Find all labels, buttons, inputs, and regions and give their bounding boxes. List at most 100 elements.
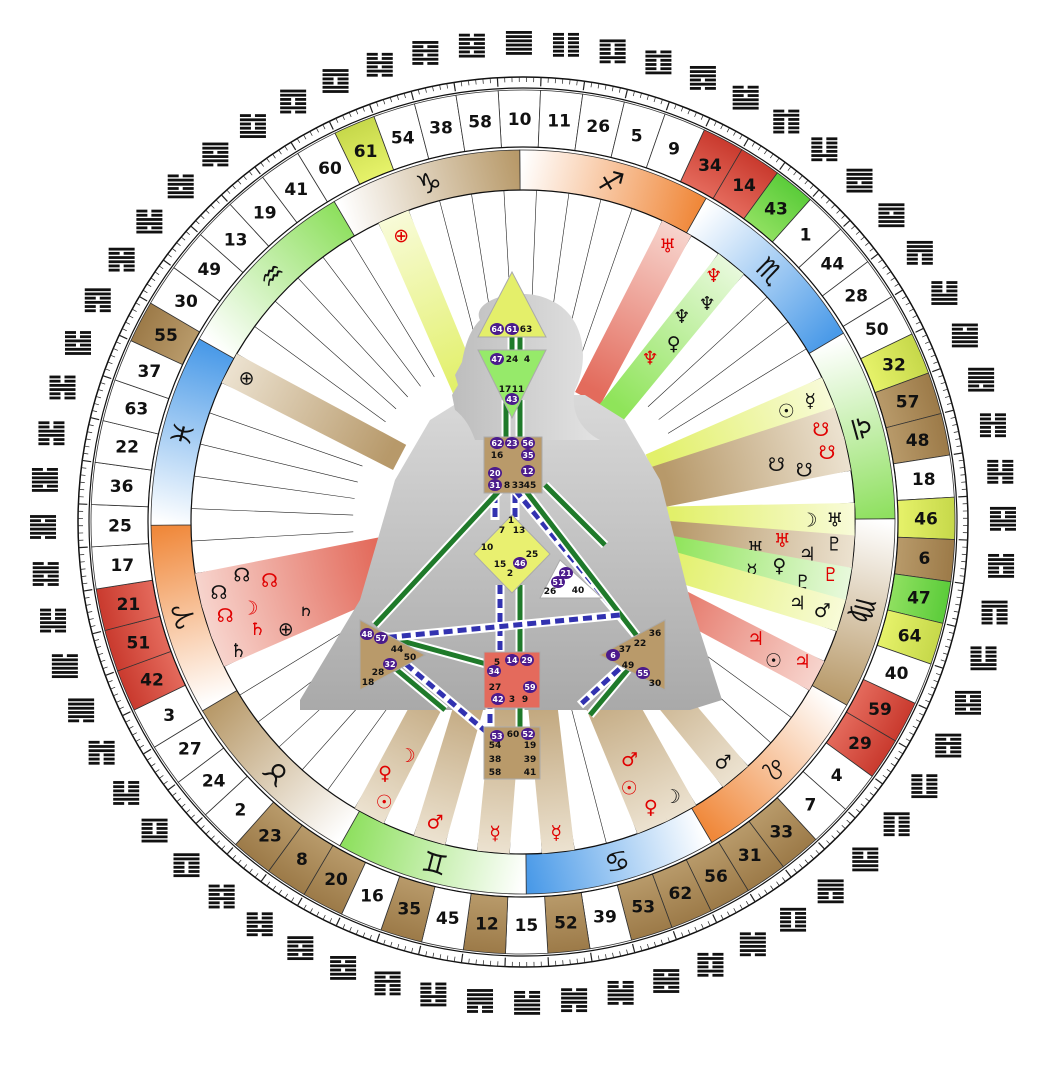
center-gate: 2 (507, 569, 513, 579)
planet-glyph: ☉ (765, 650, 782, 672)
sector-highlight (656, 438, 851, 508)
degree-tick (944, 409, 954, 414)
center-gate: 53 (491, 732, 502, 741)
degree-tick (700, 114, 704, 120)
degree-tick (932, 367, 941, 373)
active-gate-marker (490, 437, 504, 449)
center-gate: 35 (522, 451, 534, 460)
degree-tick (743, 138, 750, 147)
degree-tick (154, 271, 160, 275)
degree-tick (674, 104, 677, 110)
degree-tick (205, 209, 210, 214)
hexagram-icon (467, 989, 494, 1013)
planet-glyph: ♆ (673, 306, 690, 328)
degree-tick (128, 726, 134, 729)
degree-tick (125, 321, 131, 325)
gate-number: 39 (593, 908, 617, 928)
degree-tick (83, 452, 89, 455)
planet-glyph: ♅ (659, 236, 676, 258)
degree-tick (82, 459, 92, 463)
degree-tick (933, 361, 939, 364)
degree-tick (925, 699, 931, 703)
active-gate-marker (523, 681, 537, 693)
hexagram-icon (202, 142, 229, 167)
degree-tick (733, 908, 737, 913)
degree-tick (631, 943, 636, 953)
degree-tick (930, 354, 936, 358)
degree-tick (874, 786, 879, 791)
degree-tick (653, 97, 656, 103)
center-gate: 29 (521, 656, 533, 665)
degree-tick (94, 639, 100, 642)
center-gate: 63 (520, 325, 533, 335)
degree-tick (605, 954, 607, 960)
degree-tick (98, 652, 104, 656)
planet-glyph: ♀ (772, 555, 786, 577)
degree-tick (322, 124, 326, 130)
degree-tick (843, 219, 851, 227)
degree-tick (870, 253, 879, 260)
active-gate-marker (551, 576, 565, 588)
degree-tick (739, 904, 743, 910)
degree-tick (249, 868, 253, 874)
center-gate: 57 (375, 634, 386, 643)
gate-number: 64 (898, 627, 922, 647)
degree-tick (886, 769, 892, 773)
hexagram-icon (412, 41, 439, 65)
planet-glyph: ♂ (621, 749, 638, 771)
center-gate: 52 (522, 730, 533, 739)
degree-tick (798, 175, 803, 180)
degree-tick (793, 170, 797, 176)
gate-number: 23 (258, 827, 282, 847)
sector-spoke (647, 296, 768, 407)
active-gate-marker (487, 665, 501, 677)
center-gate: 6 (610, 651, 616, 660)
degree-tick (598, 955, 600, 961)
degree-tick (113, 348, 118, 351)
degree-tick (425, 951, 428, 957)
ring-tick-inner (88, 87, 958, 957)
degree-tick (952, 617, 958, 620)
degree-tick (260, 162, 264, 167)
hexagram-icon (732, 85, 759, 110)
degree-tick (146, 283, 152, 288)
degree-tick (460, 953, 464, 963)
degree-tick (930, 686, 936, 690)
degree-tick (576, 958, 578, 964)
degree-tick (231, 184, 236, 190)
degree-tick (626, 949, 629, 955)
degree-tick (439, 84, 441, 90)
degree-tick (432, 86, 434, 92)
degree-tick (720, 914, 724, 920)
center-gate: 51 (552, 578, 564, 587)
center-gate: 11 (512, 385, 525, 395)
degree-tick (158, 265, 164, 270)
degree-tick (176, 242, 181, 247)
planet-glyph: ☊ (261, 570, 278, 592)
degree-tick (232, 855, 236, 860)
degree-tick (712, 914, 718, 923)
degree-tick (335, 118, 339, 123)
gate-number: 1 (800, 226, 812, 246)
degree-tick (758, 893, 762, 899)
center-gate: 1 (508, 516, 514, 526)
degree-tick (172, 792, 177, 797)
degree-tick (82, 582, 88, 585)
degree-tick (764, 149, 768, 155)
hexagram-icon (883, 812, 910, 837)
degree-tick (88, 424, 94, 427)
hexagram-icon (852, 847, 879, 872)
center-gate: 50 (404, 653, 417, 663)
degree-tick (632, 91, 635, 97)
active-gate-marker (505, 654, 519, 666)
center-gate: 48 (361, 630, 373, 639)
